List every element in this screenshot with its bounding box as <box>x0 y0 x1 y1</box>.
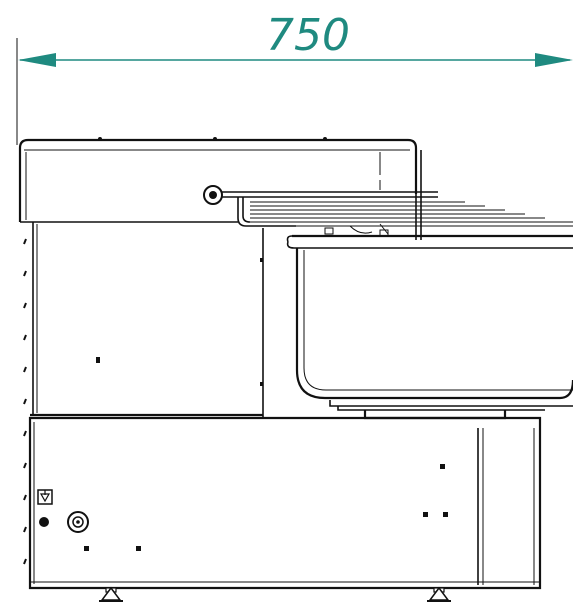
dimension-arrow-left <box>18 53 56 67</box>
foot-left <box>99 586 123 602</box>
mixing-bowl <box>286 234 573 420</box>
power-inlet-connector <box>67 511 89 533</box>
ground-terminal <box>39 517 49 527</box>
equipotential-bonding-symbol <box>37 489 53 505</box>
dimension-value: 750 <box>266 10 350 61</box>
dimension-arrow-right <box>535 53 573 67</box>
foot-right <box>427 586 451 602</box>
width-dimension: 750 <box>16 10 573 145</box>
upper-body <box>30 222 264 418</box>
side-vents <box>23 238 27 565</box>
safety-guard-grid <box>203 185 573 237</box>
mixer-head <box>18 137 422 240</box>
machine-base <box>28 416 542 590</box>
